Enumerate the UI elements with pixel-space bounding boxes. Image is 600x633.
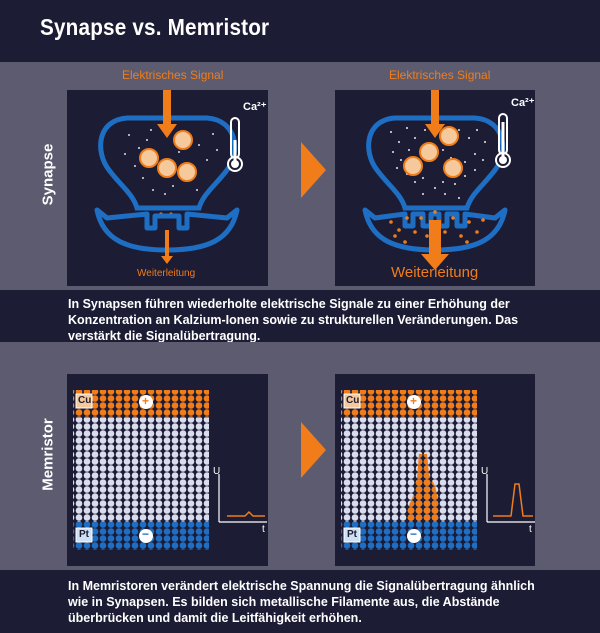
memristor-section: Memristor xyxy=(0,342,600,570)
signal-label-before: Elektrisches Signal xyxy=(122,68,224,82)
memristor-panel-before: Cu Pt + − U t xyxy=(67,374,268,566)
memristor-side-label: Memristor xyxy=(39,418,57,491)
synapse-caption: In Synapsen führen wiederholte elektrisc… xyxy=(68,297,519,343)
u-axis-label-before: U xyxy=(213,466,221,477)
voltage-graph-after xyxy=(486,474,535,523)
memristor-before-illustration xyxy=(73,390,267,550)
ion-label-after: Ca²⁺ xyxy=(511,97,535,109)
minus-icon: − xyxy=(410,527,418,541)
voltage-graph-before xyxy=(218,474,267,523)
t-axis-label-before: t xyxy=(262,524,265,535)
t-axis-label-after: t xyxy=(529,524,532,535)
u-axis-label-after: U xyxy=(481,466,489,477)
synapse-after-illustration xyxy=(362,90,511,270)
output-label-before: Weiterleitung xyxy=(137,268,196,279)
minus-icon: − xyxy=(142,527,150,541)
synapse-side-label: Synapse xyxy=(39,143,57,206)
synapse-before-illustration xyxy=(94,90,243,264)
plus-icon: + xyxy=(142,394,150,408)
vesicle-icons xyxy=(139,130,197,182)
signal-label-after: Elektrisches Signal xyxy=(389,68,491,82)
synapse-section: Synapse xyxy=(0,62,600,290)
plus-icon: + xyxy=(410,394,418,408)
cu-electrode-label-after: Cu xyxy=(346,395,360,406)
synapse-panel-after: Elektrisches Signal Weiterleitung Ca²⁺ xyxy=(335,68,535,286)
memristor-after-illustration xyxy=(341,390,535,550)
cu-electrode-label-before: Cu xyxy=(78,395,92,406)
memristor-caption: In Memristoren verändert elektrische Spa… xyxy=(68,579,535,625)
thermometer-icon xyxy=(495,113,511,168)
ion-label-before: Ca²⁺ xyxy=(243,101,267,113)
pt-electrode-label-after: Pt xyxy=(347,529,357,540)
synapse-caption-band: In Synapsen führen wiederholte elektrisc… xyxy=(0,290,600,343)
memristor-caption-band: In Memristoren verändert elektrische Spa… xyxy=(0,570,600,633)
synapse-panel-before: Elektrisches Signal Weiterleitung Ca²⁺ xyxy=(67,68,268,286)
thermometer-icon xyxy=(227,117,243,172)
memristor-panel-after: Cu Pt + − U t xyxy=(335,374,535,566)
title-band: Synapse vs. Memristor xyxy=(0,0,600,62)
page-title: Synapse vs. Memristor xyxy=(40,14,270,40)
output-label-after: Weiterleitung xyxy=(391,264,479,281)
pt-electrode-label-before: Pt xyxy=(79,529,89,540)
